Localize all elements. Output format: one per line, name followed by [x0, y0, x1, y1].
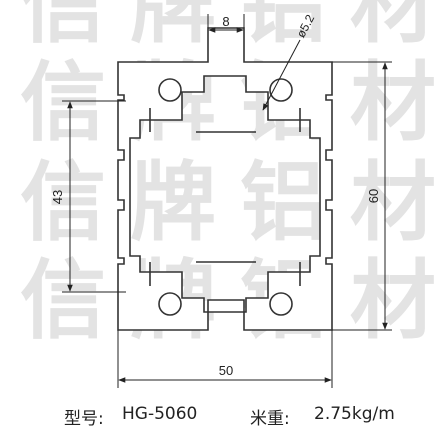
overall-height-label: 60 [366, 189, 381, 203]
corner-hole [269, 292, 293, 316]
weight-value: 2.75kg/m [314, 404, 395, 424]
watermark-row-4: 信 牌 铝 材 [20, 251, 436, 351]
dimension-lines [62, 14, 392, 388]
watermark-char: 材 [350, 251, 436, 351]
slot-width-label: 8 [222, 14, 229, 29]
watermark-row-3: 信 牌 铝 材 [20, 153, 436, 253]
watermark-char: 铝 [240, 153, 326, 253]
watermark-char: 信 [20, 53, 106, 153]
hole-leader [262, 39, 301, 111]
corner-hole [269, 78, 293, 102]
watermark-row-1: 信 牌 铝 材 [20, 0, 436, 55]
watermark-char: 材 [350, 53, 436, 153]
profile-section [117, 27, 333, 331]
corner-hole [158, 292, 182, 316]
watermark-char: 信 [20, 153, 106, 253]
watermark-char: 铝 [240, 0, 326, 55]
inner-web [149, 108, 301, 286]
spec-caption: 型号: HG-5060 米重: 2.75kg/m [0, 396, 440, 436]
watermark: 信 牌 铝 材 信 牌 铝 材 信 牌 铝 材 信 牌 铝 材 [20, 0, 436, 351]
corner-hole [158, 78, 182, 102]
model-value: HG-5060 [122, 404, 198, 424]
weight-label: 米重: [250, 409, 290, 429]
watermark-char: 材 [350, 153, 436, 253]
model-label: 型号: [64, 409, 104, 429]
inner-height-label: 43 [50, 190, 65, 204]
watermark-char: 信 [20, 0, 106, 55]
watermark-char: 材 [350, 0, 436, 55]
watermark-char: 牌 [130, 0, 216, 55]
watermark-char: 信 [20, 251, 106, 351]
overall-width-label: 50 [219, 363, 233, 378]
watermark-char: 牌 [130, 153, 216, 253]
